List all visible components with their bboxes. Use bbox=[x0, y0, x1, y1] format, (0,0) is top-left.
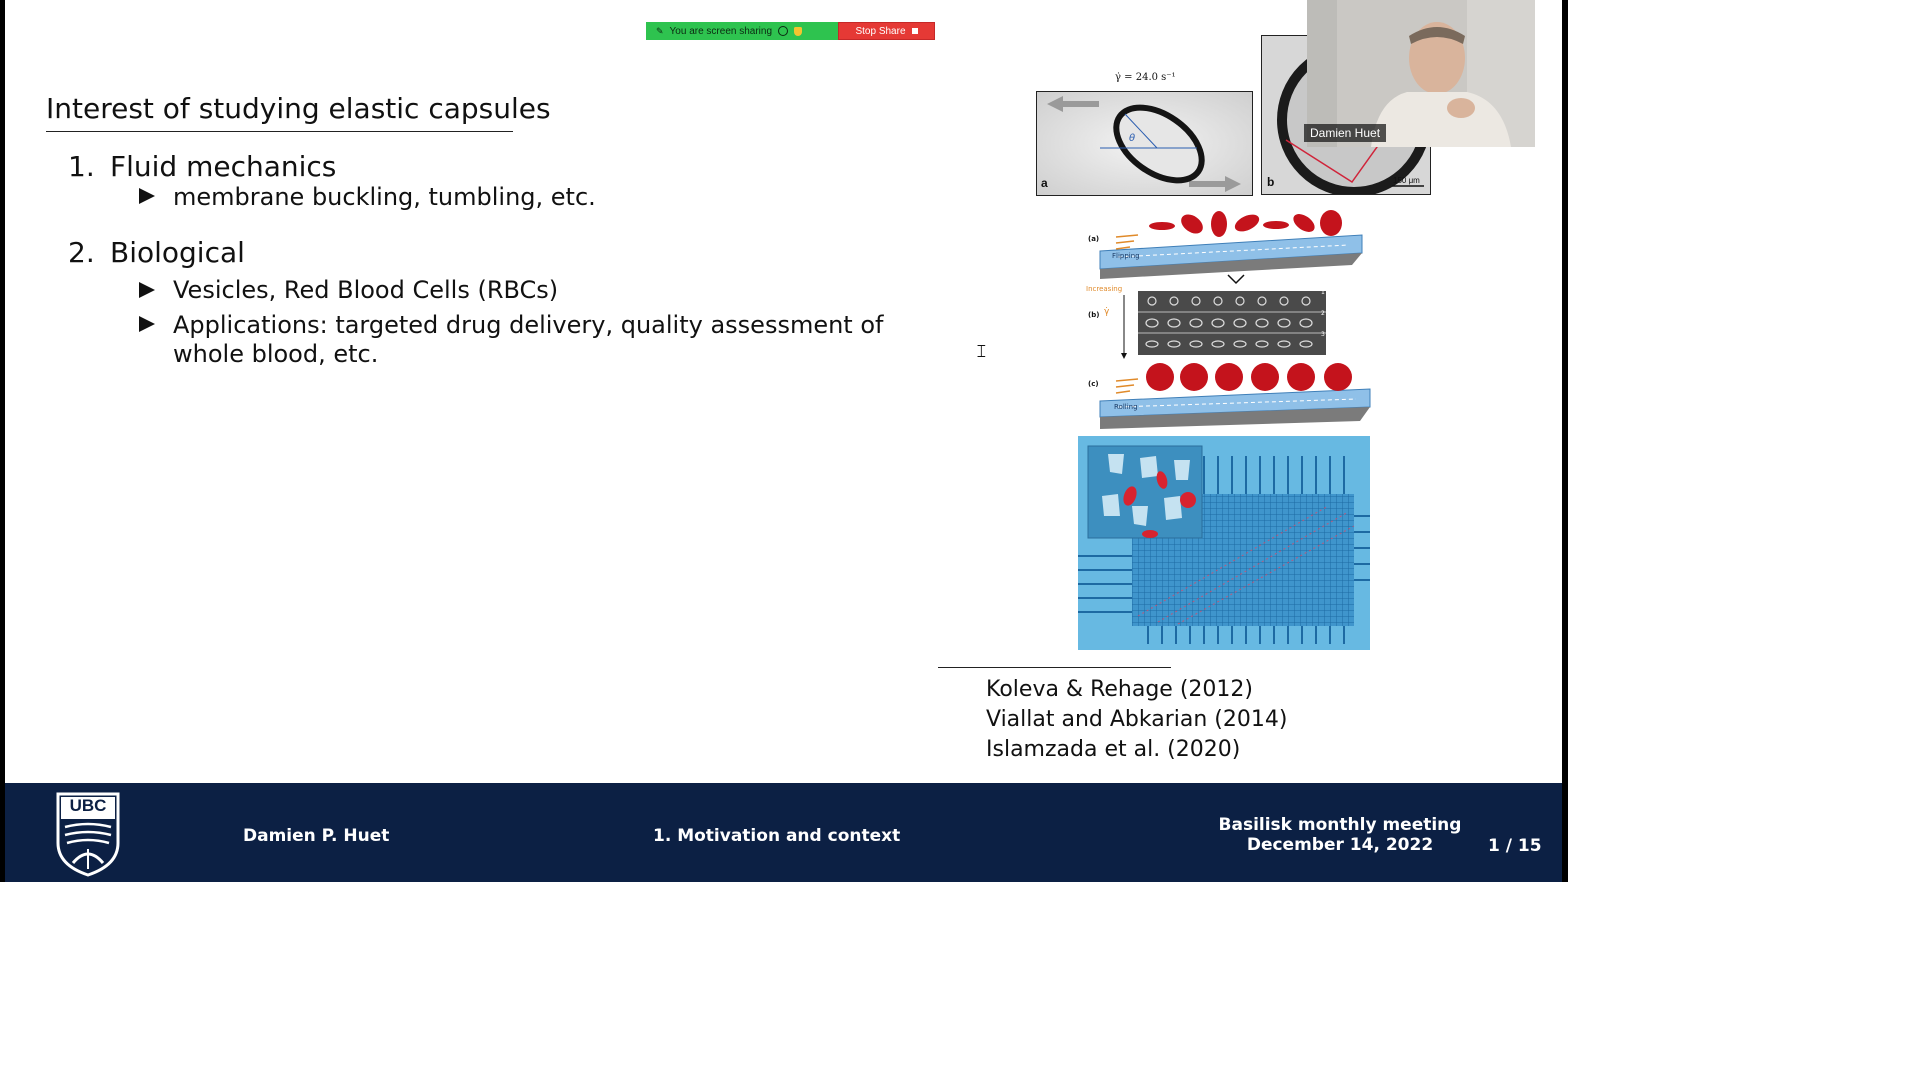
stop-share-label: Stop Share bbox=[855, 25, 906, 37]
slide-title: Interest of studying elastic capsules bbox=[46, 92, 551, 125]
figure-label-a: a bbox=[1041, 176, 1048, 190]
reference-item: Islamzada et al. (2020) bbox=[986, 737, 1241, 762]
shear-gamma-label: γ̇ bbox=[1104, 307, 1110, 317]
section-fluid-mechanics: 1. Fluid mechanics bbox=[68, 150, 336, 183]
stop-icon bbox=[911, 28, 918, 34]
footer-event-name: Basilisk monthly meeting bbox=[1218, 815, 1462, 835]
capsule-shear-figure: a θ bbox=[1036, 91, 1253, 196]
webcam-person-image bbox=[1307, 0, 1535, 147]
section-number: 2. bbox=[68, 236, 95, 269]
row-label-1: 1 bbox=[1321, 289, 1325, 296]
screen-border-right bbox=[1562, 0, 1568, 882]
title-underline bbox=[46, 131, 513, 132]
participant-name-label: Damien Huet bbox=[1304, 124, 1387, 142]
reference-item: Viallat and Abkarian (2014) bbox=[986, 707, 1288, 732]
footer-page-number: 1 / 15 bbox=[1488, 836, 1542, 856]
ubc-crest-icon bbox=[56, 792, 120, 877]
panel-label-a: (a) bbox=[1088, 235, 1100, 243]
scale-bar-label: 150 μm bbox=[1393, 176, 1420, 185]
capsule-shear-drawing bbox=[1037, 92, 1252, 195]
slide-footer: UBC Damien P. Huet 1. Motivation and con… bbox=[5, 783, 1562, 882]
stop-share-button[interactable]: Stop Share bbox=[838, 22, 935, 40]
microfluidic-chip-drawing bbox=[1078, 436, 1370, 650]
rbc-flipping-rolling-drawing bbox=[1099, 210, 1371, 429]
section-heading: Biological bbox=[110, 236, 245, 269]
text-cursor-icon: 𝙸 bbox=[975, 341, 988, 362]
rbc-flipping-rolling-figure: (a) (b) (c) Flipping Rolling Increasing … bbox=[1078, 205, 1378, 435]
rolling-label: Rolling bbox=[1114, 403, 1138, 411]
increasing-label: Increasing bbox=[1086, 285, 1123, 293]
section-biological: 2. Biological bbox=[68, 236, 245, 269]
webcam-margin bbox=[1535, 0, 1562, 147]
panel-label-c: (c) bbox=[1088, 380, 1099, 388]
screen-share-bar: ✎ You are screen sharing Stop Share bbox=[646, 22, 935, 40]
bullet-triangle-icon bbox=[139, 282, 155, 298]
footer-section: 1. Motivation and context bbox=[653, 826, 901, 846]
footer-event-date: December 14, 2022 bbox=[1246, 835, 1434, 855]
list-item-continuation: whole blood, etc. bbox=[173, 340, 379, 368]
figure-label-b: b bbox=[1267, 175, 1275, 189]
logo-text: UBC bbox=[69, 796, 107, 815]
bullet-triangle-icon bbox=[139, 316, 155, 332]
list-item: membrane buckling, tumbling, etc. bbox=[173, 183, 596, 211]
webcam-video[interactable] bbox=[1307, 0, 1535, 147]
flipping-label: Flipping bbox=[1112, 252, 1140, 260]
footnote-rule bbox=[938, 667, 1171, 668]
screen-share-status: ✎ You are screen sharing bbox=[646, 22, 838, 40]
ubc-logo: UBC bbox=[55, 791, 121, 877]
list-item: Vesicles, Red Blood Cells (RBCs) bbox=[173, 276, 559, 304]
bullet-triangle-icon bbox=[139, 188, 155, 204]
list-item: Applications: targeted drug delivery, qu… bbox=[173, 311, 884, 339]
shield-icon[interactable] bbox=[794, 26, 803, 36]
pin-icon[interactable]: ✎ bbox=[656, 25, 664, 36]
panel-label-b: (b) bbox=[1088, 311, 1100, 319]
theta-label: θ bbox=[1129, 133, 1136, 144]
section-number: 1. bbox=[68, 150, 95, 183]
info-icon[interactable] bbox=[778, 26, 789, 36]
shear-rate-label: γ̇ = 24.0 s⁻¹ bbox=[1115, 72, 1176, 83]
screen-border-left bbox=[0, 0, 5, 882]
screen-share-status-text: You are screen sharing bbox=[669, 25, 773, 37]
footer-author: Damien P. Huet bbox=[243, 826, 390, 846]
row-label-2: 2 bbox=[1321, 310, 1325, 317]
slide: ✎ You are screen sharing Stop Share Inte… bbox=[0, 0, 1568, 882]
footer-event: Basilisk monthly meeting December 14, 20… bbox=[1210, 815, 1470, 855]
row-label-3: 3 bbox=[1321, 331, 1325, 338]
microfluidic-chip-figure bbox=[1078, 436, 1370, 650]
reference-item: Koleva & Rehage (2012) bbox=[986, 677, 1253, 702]
section-heading: Fluid mechanics bbox=[110, 150, 337, 183]
